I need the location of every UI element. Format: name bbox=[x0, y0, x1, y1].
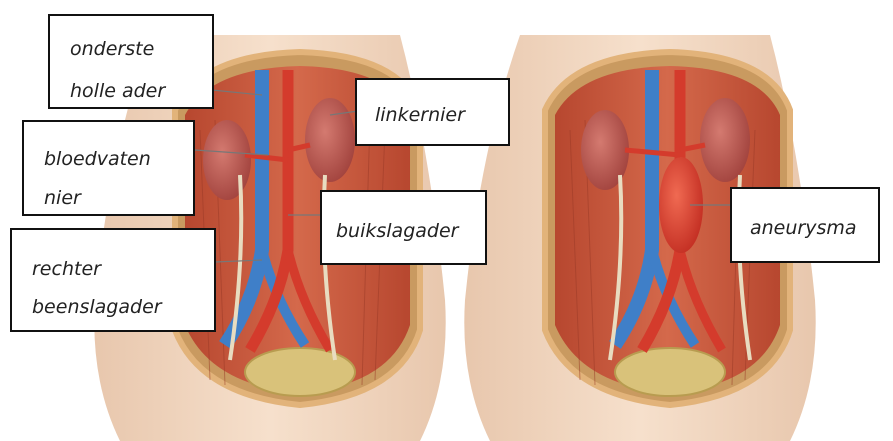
left-right-kidney bbox=[203, 120, 251, 200]
label-vena-cava: onderste holle ader bbox=[48, 14, 214, 109]
left-left-kidney bbox=[305, 98, 355, 182]
label-left-kidney: linkernier bbox=[355, 78, 510, 146]
label-renal-vessels: bloedvaten nier bbox=[22, 120, 195, 216]
left-bladder bbox=[245, 348, 355, 396]
label-iliac-line2: beenslagader bbox=[32, 298, 162, 317]
label-renal-vessels-line2: nier bbox=[44, 189, 81, 208]
label-aorta: buikslagader bbox=[320, 190, 487, 265]
label-vena-cava-line1: onderste bbox=[70, 40, 154, 59]
label-iliac-line1: rechter bbox=[32, 260, 101, 279]
label-renal-vessels-line1: bloedvaten bbox=[44, 150, 151, 169]
right-bladder bbox=[615, 348, 725, 396]
label-left-kidney-text: linkernier bbox=[375, 106, 465, 125]
label-aneurysm-text: aneurysma bbox=[750, 219, 857, 238]
label-vena-cava-line2: holle ader bbox=[70, 82, 165, 101]
label-iliac-artery: rechter beenslagader bbox=[10, 228, 216, 332]
right-left-kidney bbox=[700, 98, 750, 182]
label-aneurysm: aneurysma bbox=[730, 187, 880, 263]
label-aorta-text: buikslagader bbox=[336, 222, 458, 241]
